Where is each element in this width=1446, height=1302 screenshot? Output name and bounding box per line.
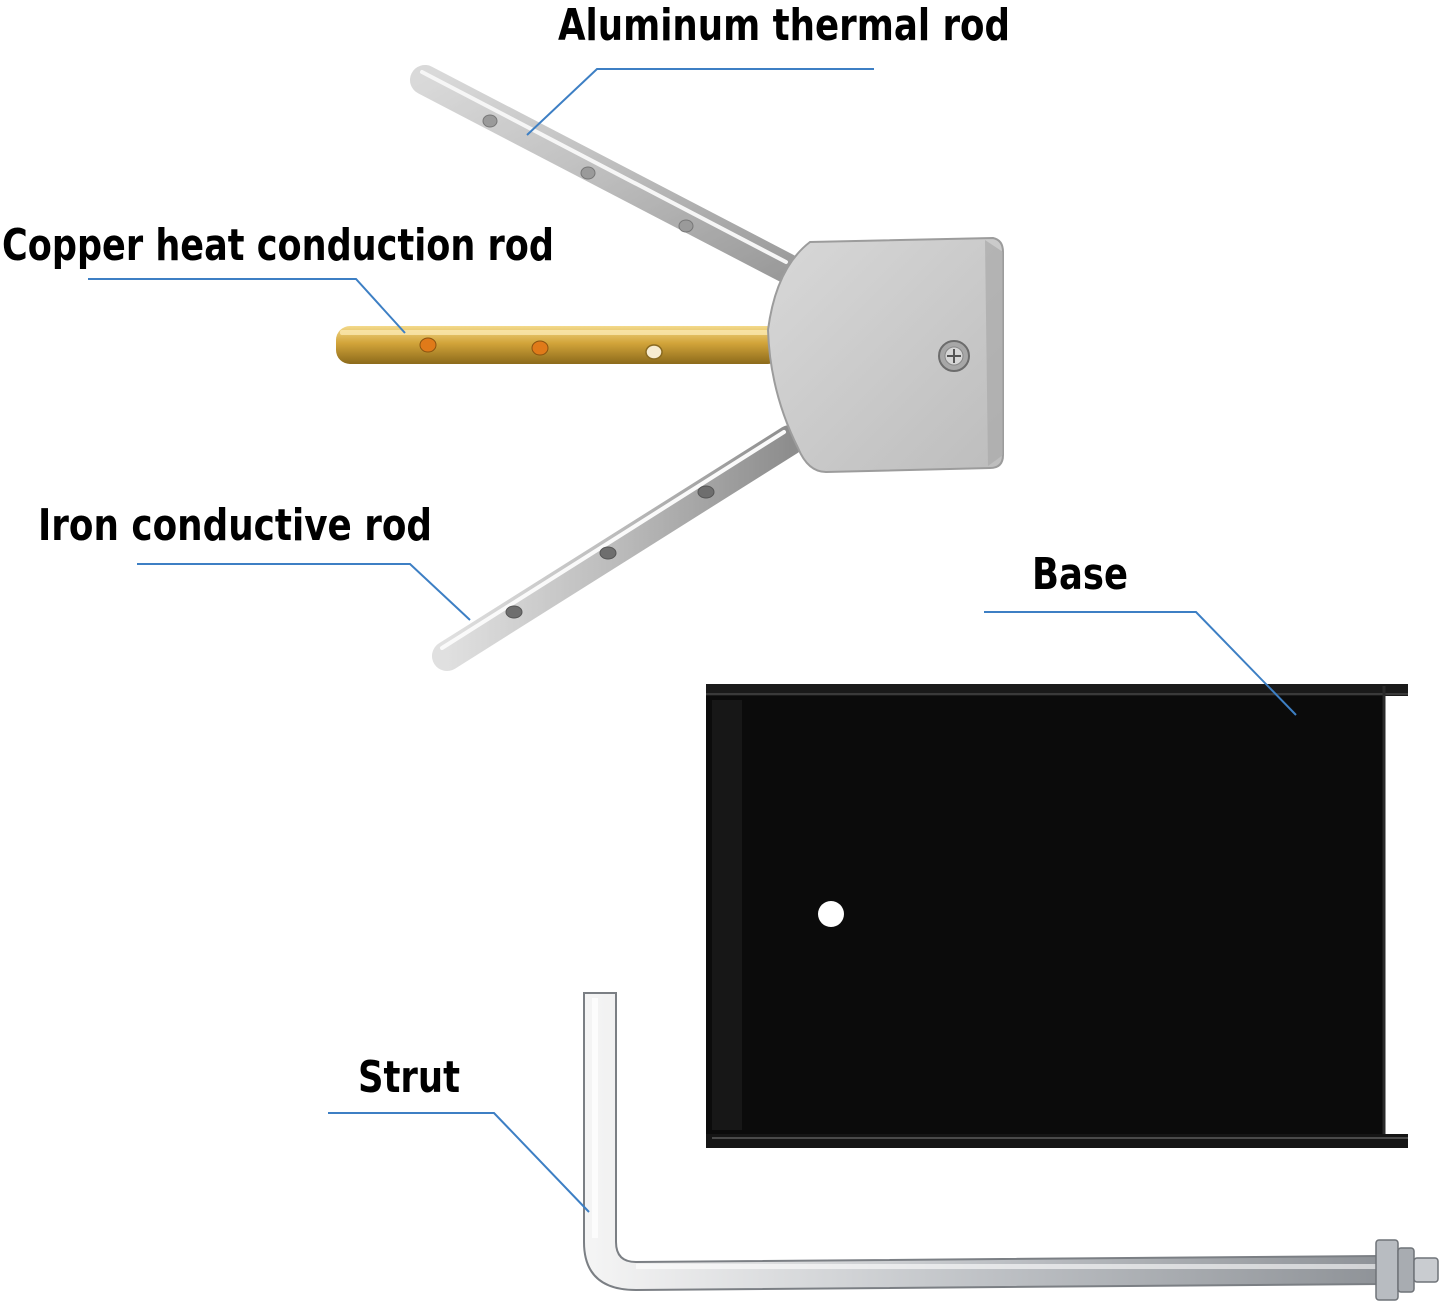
label-iron-conductive-rod: Iron conductive rod xyxy=(38,500,432,551)
copper-rod xyxy=(336,326,782,364)
rod-assembly xyxy=(336,65,1004,671)
rod-holder-block xyxy=(766,236,1004,474)
strut xyxy=(583,992,1439,1301)
label-base: Base xyxy=(1032,549,1128,600)
base-plate xyxy=(706,684,1408,1148)
leader-line-strut xyxy=(328,1112,590,1213)
leader-lines xyxy=(88,68,1297,1213)
label-aluminum-thermal-rod: Aluminum thermal rod xyxy=(558,0,1010,51)
strut-nut-icon xyxy=(1375,1239,1439,1301)
leader-line-base xyxy=(984,611,1297,716)
iron-rod xyxy=(432,425,805,671)
label-strut: Strut xyxy=(358,1052,460,1103)
leader-line-aluminum xyxy=(526,68,874,136)
screw-icon xyxy=(938,340,970,372)
base-mounting-hole xyxy=(818,901,844,927)
leader-line-iron xyxy=(137,563,471,621)
aluminum-rod xyxy=(410,65,805,285)
leader-line-copper xyxy=(88,278,406,334)
label-copper-heat-conduction-rod: Copper heat conduction rod xyxy=(2,220,554,271)
